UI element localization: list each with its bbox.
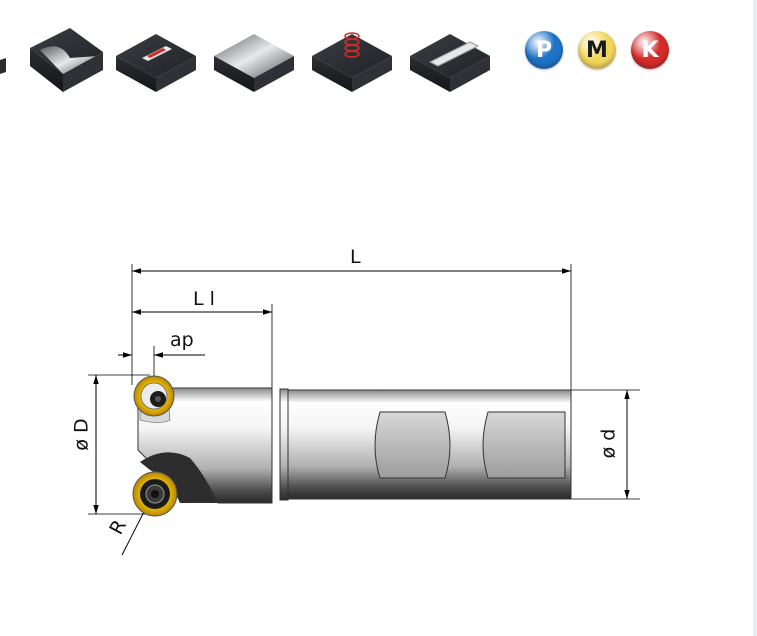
material-p-badge: P: [525, 31, 563, 69]
cutter-diameter-label: ø D: [70, 418, 93, 451]
page-right-border: [753, 0, 757, 636]
face-block-icon: [214, 34, 294, 92]
shank-diameter-label: ø d: [597, 428, 620, 459]
material-m-badge: M: [578, 31, 616, 69]
lower-insert: [132, 471, 178, 517]
pocket-block-icon: [410, 34, 490, 92]
partial-block-icon: [0, 58, 6, 74]
head-length-label: L l: [193, 288, 215, 310]
depth-label: ap: [170, 329, 194, 351]
tool-shank: [279, 388, 572, 501]
helical-block-icon: [312, 32, 392, 92]
upper-insert: [133, 375, 175, 417]
material-k-badge: K: [631, 31, 669, 69]
slot-block-icon: [116, 34, 196, 92]
channel-block-icon: [30, 28, 103, 92]
application-icons: [0, 28, 490, 92]
overall-length-label: L: [350, 246, 361, 268]
